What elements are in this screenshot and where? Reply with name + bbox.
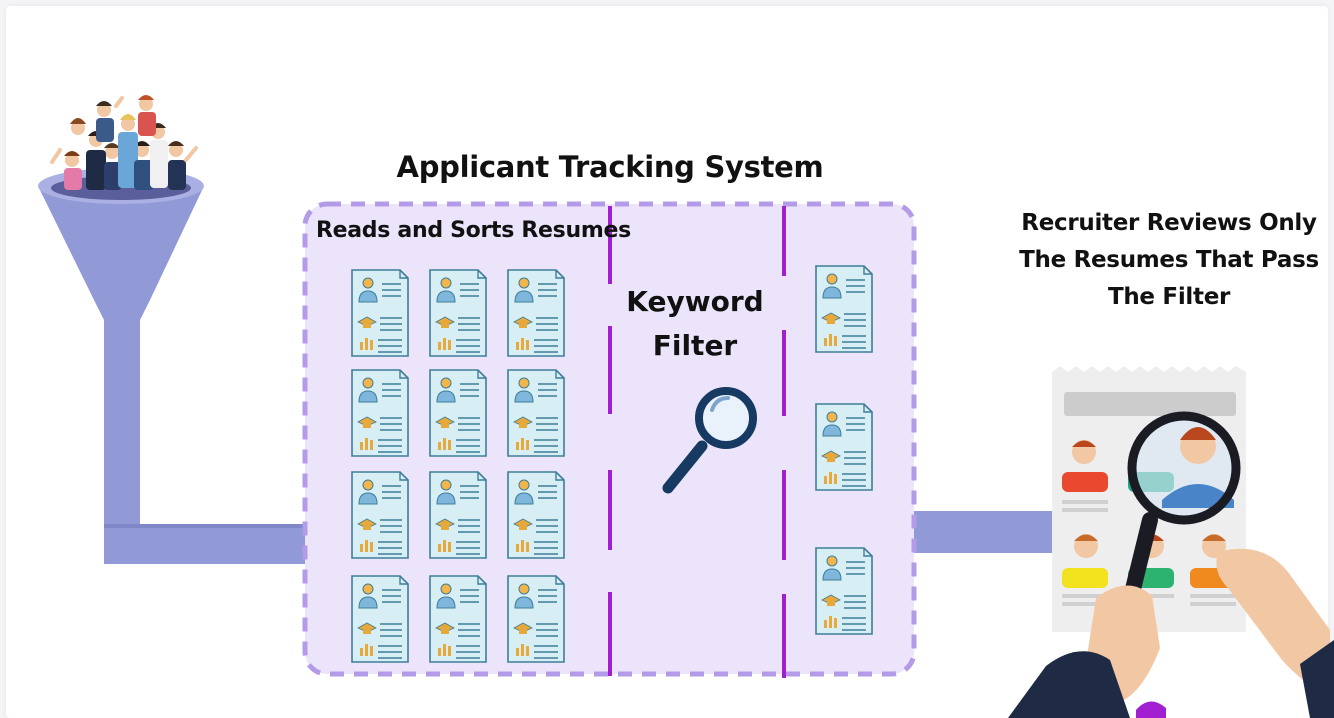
recruiter-label: Recruiter Reviews Only The Resumes That … <box>1010 205 1328 316</box>
resume-icon <box>815 547 873 635</box>
diagram-title: Applicant Tracking System <box>396 150 824 184</box>
passed-resumes <box>815 265 873 635</box>
funnel-icon <box>38 168 204 320</box>
stage-sort-label: Reads and Sorts Resumes <box>316 218 631 243</box>
resume-icon <box>507 269 565 357</box>
magnifier-icon <box>662 387 757 494</box>
resume-icon <box>815 265 873 353</box>
recruiter-label-line2: The Resumes That Pass <box>1019 247 1319 273</box>
resume-icon <box>507 471 565 559</box>
resume-icon <box>351 575 409 663</box>
resume-icon <box>429 269 487 357</box>
pipe-right <box>914 511 1054 553</box>
resume-icon <box>351 269 409 357</box>
resume-icon <box>815 403 873 491</box>
resume-icon <box>429 575 487 663</box>
resume-icon <box>351 471 409 559</box>
people-crowd-icon <box>50 95 198 190</box>
stage-filter-label-line2: Filter <box>652 329 738 362</box>
resume-icon <box>351 369 409 457</box>
stage-filter-label-line1: Keyword <box>626 285 764 318</box>
resume-icon <box>507 575 565 663</box>
resume-icon <box>507 369 565 457</box>
recruiter-hand-icon <box>1008 366 1334 718</box>
stage-filter-label: Keyword Filter <box>612 280 778 368</box>
recruiter-label-line1: Recruiter Reviews Only <box>1021 210 1317 236</box>
pipe-left <box>104 320 306 564</box>
resume-icon <box>429 471 487 559</box>
recruiter-label-line3: The Filter <box>1107 284 1231 310</box>
resume-icon <box>429 369 487 457</box>
